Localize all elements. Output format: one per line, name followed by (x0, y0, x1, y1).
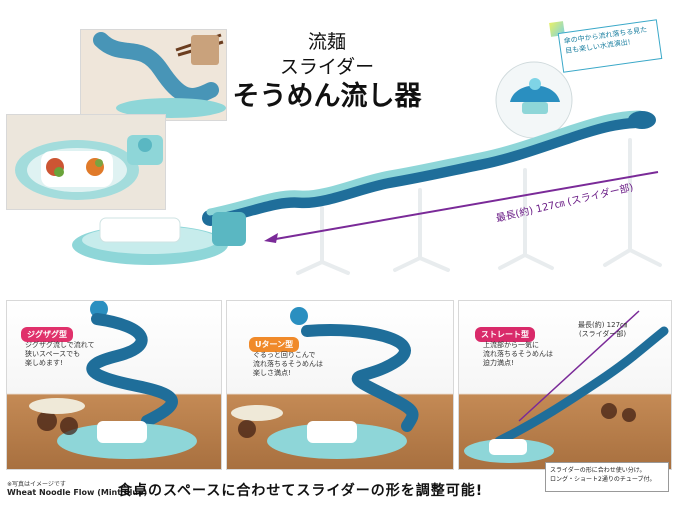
pouring-illustration (81, 30, 226, 120)
uturn-badge: Uターン型 (249, 337, 300, 352)
title-line2: スライダー (279, 56, 375, 78)
title-line3: そうめん流し器 (232, 81, 422, 112)
product-title: 流麺 スライダー そうめん流し器 (232, 30, 422, 114)
tray-illustration (7, 115, 165, 209)
tube-note-box: スライダーの形に合わせ使い分け。 ロング・ショート2通りのチューブ付。 (545, 462, 669, 492)
inset-photo-pouring (80, 29, 227, 121)
uturn-description: ぐるっと回りこんで 流れ落ちるそうめんは 楽しさ満点! (253, 351, 323, 377)
straight-illustration (464, 310, 669, 463)
title-line1: 流麺 (307, 31, 346, 53)
photo-zigzag: ジグザグ型 ジグザグ流しで流れて 狭いスペースでも 楽しめます! (6, 300, 222, 470)
photo-straight: ストレート型 上流部から一気に 流れ落ちるそうめんは 迫力満点! (458, 300, 672, 470)
zigzag-badge: ジグザグ型 (21, 327, 73, 342)
inset-photo-tray (6, 114, 166, 210)
straight-badge: ストレート型 (475, 327, 535, 342)
main-slider-illustration (72, 61, 662, 275)
photo-uturn: Uターン型 ぐるっと回りこんで 流れ落ちるそうめんは 楽しさ満点! (226, 300, 454, 470)
zigzag-illustration (29, 301, 197, 459)
uturn-illustration (231, 307, 419, 459)
inset-length-label: 最長(約) 127㎝ (スライダー部) (578, 321, 628, 338)
zigzag-description: ジグザグ流しで流れて 狭いスペースでも 楽しめます! (25, 341, 95, 367)
product-name: Wheat Noodle Flow (Mint blue) (7, 488, 148, 497)
image-note: ※写真はイメージです (7, 481, 66, 488)
bottom-headline: 食卓のスペースに合わせてスライダーの形を調整可能! (118, 483, 484, 499)
straight-description: 上流部から一気に 流れ落ちるそうめんは 迫力満点! (483, 341, 553, 367)
